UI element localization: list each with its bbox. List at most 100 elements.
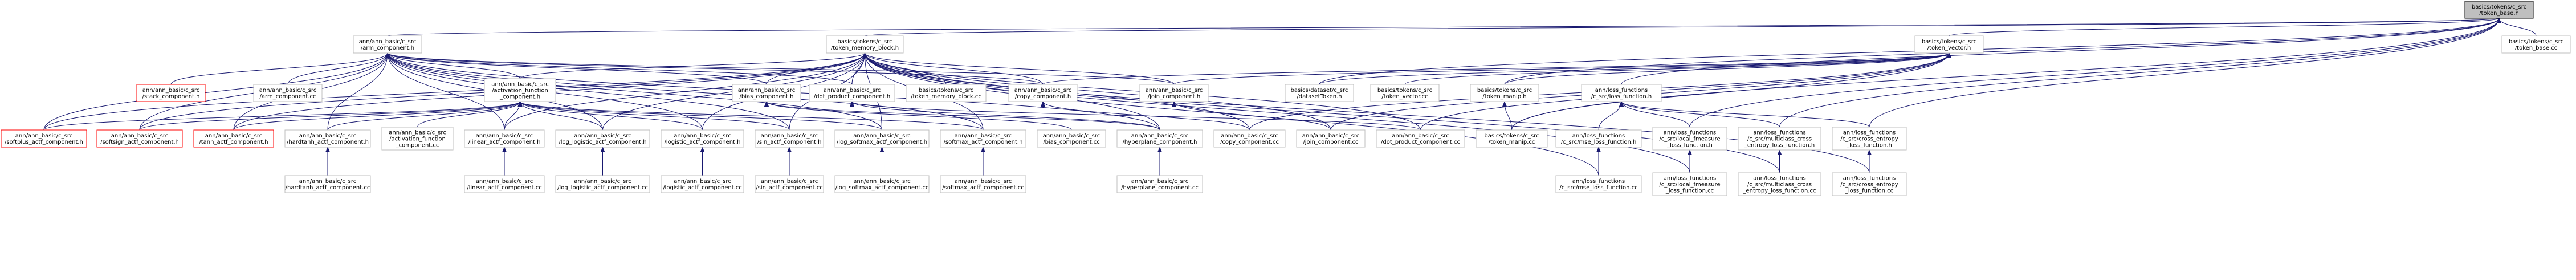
node-box	[1555, 175, 1642, 193]
node-linear-actf-component-cc[interactable]: ann/ann_basic/c_src/linear_actf_componen…	[464, 175, 545, 193]
node-label-line: ann/ann_basic/c_src	[824, 87, 881, 94]
node-box	[834, 129, 930, 148]
node-token-memory-block-h[interactable]: basics/tokens/c_src/token_memory_block.h	[826, 35, 904, 54]
nodes-layer: basics/tokens/c_src/token_base.h ann/ann_…	[1, 1, 2571, 196]
node-label-line: /hyperplane_component.cc	[1121, 185, 1199, 191]
edge-hyperplane-component-h-to-bias-component-h	[764, 101, 1160, 131]
node-copy-component-cc[interactable]: ann/ann_basic/c_src/copy_component.cc	[1213, 129, 1286, 148]
edge-tanh-actf-component-h-to-activation-function-component-h	[233, 101, 523, 131]
node-label-line: basics/dataset/c_src	[1291, 87, 1348, 94]
node-label-line: ann/ann_basic/c_src	[574, 133, 631, 139]
node-local-fmeasure-loss-function-h[interactable]: ann/loss_functions/c_src/local_fmeasure_…	[1652, 127, 1727, 151]
node-box	[906, 84, 987, 102]
node-box	[381, 127, 454, 151]
node-label-line: /c_src/mse_loss_function.cc	[1559, 185, 1637, 191]
edge-copy-component-h-to-token-vector-h	[1042, 52, 1951, 85]
node-token-base-h[interactable]: basics/tokens/c_src/token_base.h	[2464, 1, 2534, 19]
node-box	[1116, 175, 1203, 193]
edge-bias-component-h-to-arm-component-h	[385, 52, 767, 85]
node-label-line: ann/ann_basic/c_src	[111, 133, 168, 139]
node-bias-component-h[interactable]: ann/ann_basic/c_src/bias_component.h	[732, 84, 801, 102]
node-loss-function-h[interactable]: ann/loss_functions/c_src/loss_function.h	[1581, 84, 1662, 102]
edge-softplus-actf-component-h-to-activation-function-component-h	[43, 101, 523, 131]
edge-join-component-h-to-token-memory-block-h	[862, 52, 1175, 85]
node-label-line: basics/tokens/c_src	[1477, 87, 1532, 94]
node-label-line: ann/loss_functions	[1843, 176, 1896, 182]
node-logistic-actf-component-h[interactable]: ann/ann_basic/c_src/logistic_actf_compon…	[661, 129, 744, 148]
node-sin-actf-component-cc[interactable]: ann/ann_basic/c_src/sin_actf_component.c…	[755, 175, 824, 193]
node-token-memory-block-cc[interactable]: basics/tokens/c_src/token_memory_block.c…	[906, 84, 987, 102]
node-box	[353, 35, 422, 54]
node-softmax-actf-component-h[interactable]: ann/ann_basic/c_src/softmax_actf_compone…	[940, 129, 1026, 148]
node-label-line: /datasetToken.h	[1297, 94, 1342, 100]
node-mse-loss-function-h[interactable]: ann/loss_functions/c_src/mse_loss_functi…	[1555, 129, 1642, 148]
node-hyperplane-component-cc[interactable]: ann/ann_basic/c_src/hyperplane_component…	[1116, 175, 1203, 193]
node-label-line: /softsign_actf_component.h	[100, 139, 179, 145]
node-log-logistic-actf-component-h[interactable]: ann/ann_basic/c_src/log_logistic_actf_co…	[555, 129, 650, 148]
node-label-line: /activation_function	[492, 88, 548, 94]
node-label-line: ann/ann_basic/c_src	[205, 133, 262, 139]
node-activation-function-component-cc[interactable]: ann/ann_basic/c_src/activation_function_…	[381, 127, 454, 151]
node-tanh-actf-component-h: ann/ann_basic/c_src/tanh_actf_component.…	[193, 129, 274, 148]
node-hardtanh-actf-component-cc[interactable]: ann/ann_basic/c_src/hardtanh_actf_compon…	[284, 175, 371, 193]
edge-copy-component-h-to-token-memory-block-h	[862, 52, 1044, 85]
edge-arm-component-cc-to-arm-component-h	[287, 52, 390, 85]
node-box	[1476, 129, 1548, 148]
node-datasetToken-h[interactable]: basics/dataset/c_src/datasetToken.h	[1285, 84, 1354, 102]
node-label-line: /join_component.h	[1148, 94, 1200, 100]
node-cross-entropy-loss-function-cc[interactable]: ann/loss_functions/c_src/cross_entropy_l…	[1832, 172, 1907, 196]
node-linear-actf-component-h[interactable]: ann/ann_basic/c_src/linear_actf_componen…	[464, 129, 545, 148]
node-label-line: _loss_function.cc	[1845, 188, 1893, 194]
node-copy-component-h[interactable]: ann/ann_basic/c_src/copy_component.h	[1008, 84, 1078, 102]
node-token-manip-h[interactable]: basics/tokens/c_src/token_manip.h	[1470, 84, 1539, 102]
node-label-line: /log_softmax_actf_component.h	[837, 139, 927, 145]
node-box	[940, 175, 1026, 193]
node-label-line: ann/ann_basic/c_src	[1131, 133, 1188, 139]
node-label-line: /activation_function	[389, 136, 446, 143]
edge-local-fmeasure-loss-function-h-to-loss-function-h	[1619, 101, 1690, 128]
node-arm-component-cc[interactable]: ann/ann_basic/c_src/arm_component.cc	[253, 84, 323, 102]
node-bias-component-cc[interactable]: ann/ann_basic/c_src/bias_component.cc	[1037, 129, 1106, 148]
node-arm-component-h[interactable]: ann/ann_basic/c_src/arm_component.h	[353, 35, 422, 54]
node-multiclass-cross-entropy-loss-function-cc[interactable]: ann/loss_functions/c_src/multiclass_cros…	[1738, 172, 1821, 196]
edge-log-softmax-actf-component-h-to-arm-component-h	[385, 52, 882, 131]
node-log-softmax-actf-component-cc[interactable]: ann/ann_basic/c_src/log_softmax_actf_com…	[834, 175, 930, 193]
node-token-base-cc[interactable]: basics/tokens/c_src/token_base.cc	[2501, 35, 2571, 54]
edge-mse-loss-function-h-to-loss-function-h	[1598, 101, 1624, 131]
node-logistic-actf-component-cc[interactable]: ann/ann_basic/c_src/logistic_actf_compon…	[661, 175, 744, 193]
node-box	[1470, 84, 1539, 102]
node-box	[1581, 84, 1662, 102]
node-label-line: /token_memory_block.h	[831, 45, 899, 51]
edge-datasetToken-h-to-token-vector-h	[1319, 52, 1951, 85]
node-label-line: ann/ann_basic/c_src	[142, 87, 199, 94]
node-label-line: /c_src/loss_function.h	[1591, 94, 1652, 100]
node-hardtanh-actf-component-h[interactable]: ann/ann_basic/c_src/hardtanh_actf_compon…	[284, 129, 371, 148]
node-sin-actf-component-h[interactable]: ann/ann_basic/c_src/sin_actf_component.h	[755, 129, 824, 148]
node-token-manip-cc[interactable]: basics/tokens/c_src/token_manip.cc	[1476, 129, 1548, 148]
edge-bias-component-cc-to-bias-component-h	[764, 101, 1072, 131]
node-log-softmax-actf-component-h[interactable]: ann/ann_basic/c_src/log_softmax_actf_com…	[834, 129, 930, 148]
node-label-line: /log_logistic_actf_component.h	[559, 139, 646, 145]
node-cross-entropy-loss-function-h[interactable]: ann/loss_functions/c_src/cross_entropy_l…	[1832, 127, 1907, 151]
node-hyperplane-component-h[interactable]: ann/ann_basic/c_src/hyperplane_component…	[1116, 129, 1203, 148]
node-activation-function-component-h[interactable]: ann/ann_basic/c_src/activation_function_…	[484, 78, 556, 102]
node-label-line: _entropy_loss_function.cc	[1742, 188, 1816, 194]
node-dot-product-component-cc[interactable]: ann/ann_basic/c_src/dot_product_componen…	[1376, 129, 1465, 148]
node-multiclass-cross-entropy-loss-function-h[interactable]: ann/loss_functions/c_src/multiclass_cros…	[1738, 127, 1821, 151]
edge-mse-loss-function-cc-to-token-memory-block-h	[862, 52, 1599, 176]
node-box	[464, 175, 545, 193]
node-softsign-actf-component-h: ann/ann_basic/c_src/softsign_actf_compon…	[96, 129, 183, 148]
node-token-vector-cc[interactable]: basics/tokens/c_src/token_vector.cc	[1370, 84, 1440, 102]
node-softmax-actf-component-cc[interactable]: ann/ann_basic/c_src/softmax_actf_compone…	[940, 175, 1026, 193]
node-local-fmeasure-loss-function-cc[interactable]: ann/loss_functions/c_src/local_fmeasure_…	[1652, 172, 1727, 196]
node-token-vector-h[interactable]: basics/tokens/c_src/token_vector.h	[1914, 35, 1984, 54]
node-mse-loss-function-cc[interactable]: ann/loss_functions/c_src/mse_loss_functi…	[1555, 175, 1642, 193]
node-join-component-cc[interactable]: ann/ann_basic/c_src/join_component.cc	[1296, 129, 1366, 148]
node-label-line: ann/ann_basic/c_src	[1302, 133, 1359, 139]
node-box	[1037, 129, 1106, 148]
node-join-component-h[interactable]: ann/ann_basic/c_src/join_component.h	[1139, 84, 1209, 102]
node-dot-product-component-h[interactable]: ann/ann_basic/c_src/dot_product_componen…	[809, 84, 895, 102]
edge-multiclass-cross-entropy-loss-function-h-to-token-base-h	[1779, 18, 2501, 128]
node-log-logistic-actf-component-cc[interactable]: ann/ann_basic/c_src/log_logistic_actf_co…	[555, 175, 650, 193]
node-box	[1555, 129, 1642, 148]
